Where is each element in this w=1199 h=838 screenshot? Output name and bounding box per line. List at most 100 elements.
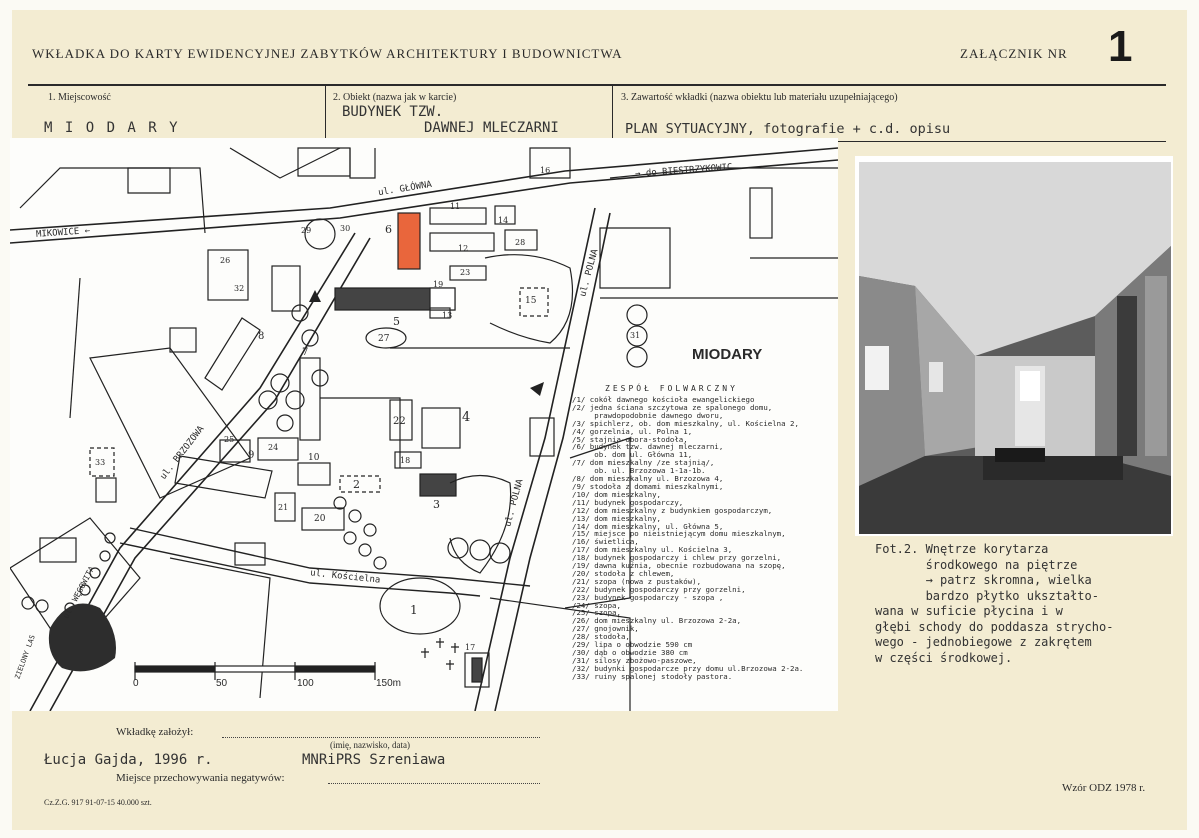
map-number: 21 <box>278 503 289 512</box>
field-2-value-line1: BUDYNEK TZW. <box>342 104 444 120</box>
map-number: 22 <box>393 416 406 427</box>
field-2-value-line2: DAWNEJ MLECZARNI <box>424 120 559 136</box>
print-code: Cz.Z.G. 917 91-07-15 40.000 szt. <box>44 798 152 807</box>
corridor-photo-image <box>855 156 1173 536</box>
map-number: 14 <box>498 216 509 225</box>
legend-list: /1/ cokół dawnego kościoła ewangelickieg… <box>572 396 803 681</box>
map-number: 5 <box>393 315 400 328</box>
legend-item: /16/ świetlica, <box>572 537 639 547</box>
legend-item: ob. dom ul. Główna 11, <box>572 450 693 460</box>
map-number: 31 <box>630 331 641 340</box>
legend-item: /2/ jedna ściana szczytowa ze spalonego … <box>572 402 773 412</box>
annex-label: ZAŁĄCZNIK NR <box>960 46 1068 61</box>
map-number: 17 <box>465 643 476 652</box>
legend-item: /25/ szopa, <box>572 608 621 618</box>
legend-item: /33/ ruiny spalonej stodoły pastora. <box>572 671 733 681</box>
annex-number: 1 <box>1108 22 1133 71</box>
legend-item: /29/ lipa o obwodzie 590 cm <box>572 640 693 650</box>
legend-item: /32/ budynki gospodarcze przy domu ul.Br… <box>572 663 804 673</box>
template-code: Wzór ODZ 1978 r. <box>1062 782 1146 794</box>
legend-item: /27/ gnojownik, <box>572 624 639 634</box>
made-by-label: Wkładkę założył: <box>116 726 194 738</box>
name-hint: (imię, nazwisko, data) <box>330 740 410 750</box>
field-1-value: M I O D A R Y <box>44 120 180 136</box>
scale-label-150m: 150m <box>376 678 402 689</box>
legend-item: /7/ dom mieszkalny /ze stajnią/, <box>572 458 715 468</box>
map-number: 30 <box>340 224 351 233</box>
map-number: 9 <box>248 450 255 461</box>
legend-item: /31/ silosy zbożowo-paszowe, <box>572 655 697 665</box>
legend-item: /9/ stodoła z domami mieszkalnymi, <box>572 481 724 491</box>
form-title: WKŁADKA DO KARTY EWIDENCYJNEJ ZABYTKÓW A… <box>32 46 623 61</box>
highlighted-building-6 <box>397 212 421 270</box>
legend-item: /14/ dom mieszkalny, ul. Główna 5, <box>572 521 724 531</box>
legend-item: /13/ dom mieszkalny, <box>572 513 661 523</box>
legend-item: /8/ dom mieszkalny ul. Brzozowa 4, <box>572 474 724 484</box>
map-number: 3 <box>433 498 440 511</box>
legend-item: /3/ spichlerz, ob. dom mieszkalny, ul. K… <box>572 418 799 428</box>
field-3-label: 3. Zawartość wkładki (nazwa obiektu lub … <box>621 92 898 103</box>
map-number: 16 <box>540 166 551 175</box>
map-number: 24 <box>268 443 279 452</box>
scale-label-50: 50 <box>216 678 228 689</box>
field-1-label: 1. Miejscowość <box>48 92 111 103</box>
institution: MNRiPRS Szreniawa <box>302 752 446 768</box>
map-number: 15 <box>525 296 537 306</box>
map-number: 23 <box>460 268 471 277</box>
map-number: 33 <box>95 458 106 467</box>
map-number: 2 <box>353 478 360 491</box>
map-number: 29 <box>301 226 312 235</box>
legend-item: /19/ dawna kuźnia, obecnie rozbudowana n… <box>572 561 786 571</box>
site-plan-map: MIODARY ul. GŁÓWNA → do BIESTRZYKOWIC MI… <box>10 138 838 711</box>
map-number: 7 <box>302 347 309 358</box>
map-number: 20 <box>314 514 326 524</box>
legend-item: /30/ dąb o obwodzie 380 cm <box>572 648 688 657</box>
author: Łucja Gajda, 1996 r. <box>44 752 213 768</box>
negatives-label: Miejsce przechowywania negatywów: <box>116 772 285 784</box>
map-number: 26 <box>220 256 231 265</box>
scale-label-100: 100 <box>297 678 314 689</box>
map-number: 1 <box>410 603 418 617</box>
legend-item: /6/ budynek tzw. dawnej mleczarni, <box>572 442 724 452</box>
legend-item: prawdopodobnie dawnego dworu, <box>572 410 724 420</box>
field-2-label: 2. Obiekt (nazwa jak w karcie) <box>333 92 457 103</box>
legend-item: /26/ dom mieszkalny ul. Brzozowa 2-2a, <box>572 616 742 626</box>
map-number: 12 <box>458 244 469 253</box>
legend-item: /23/ budynek gospodarczy - szopa , <box>572 592 724 602</box>
legend-item: /5/ stajnia-obora-stodoła, <box>572 434 688 444</box>
map-number: 18 <box>400 456 411 465</box>
legend-item: /22/ budynek gospodarczy przy gorzelni, <box>572 584 746 594</box>
legend-item: /17/ dom mieszkalny ul. Kościelna 3, <box>572 545 733 555</box>
map-number: 4 <box>462 410 471 425</box>
legend-title: ZESPÓŁ FOLWARCZNY <box>605 384 738 393</box>
map-title: MIODARY <box>692 346 763 363</box>
legend-item: /20/ stodoła z chlewem, <box>572 568 675 578</box>
field-divider <box>612 86 613 142</box>
header-rule <box>28 84 1166 86</box>
field-3-value: PLAN SYTUACYJNY, fotografie + c.d. opisu <box>625 121 951 137</box>
legend-item: /28/ stodoła, <box>572 632 630 642</box>
site-plan-drawing <box>10 147 838 711</box>
map-number: 13 <box>442 311 453 320</box>
map-number: 25 <box>224 435 235 444</box>
legend-item: /24/ szopa, <box>572 600 621 610</box>
map-number: 27 <box>378 334 390 344</box>
legend-item: ob. ul. Brzozowa 1-1a-1b. <box>572 466 706 476</box>
map-number: 11 <box>450 202 461 211</box>
field-divider <box>325 86 326 142</box>
legend-item: /1/ cokół dawnego kościoła ewangelickieg… <box>572 395 755 404</box>
map-number: 8 <box>258 331 265 342</box>
legend-item: /21/ szopa (nowa z pustaków), <box>572 576 702 586</box>
legend-item: /15/ miejsce po nieistniejącym domu mies… <box>572 529 786 539</box>
scale-label-0: 0 <box>133 678 139 689</box>
legend-item: /18/ budynek gospodarczy i chlew przy go… <box>572 553 782 563</box>
legend-item: /11/ budynek gospodarczy, <box>572 497 684 507</box>
map-number: 6 <box>385 223 392 236</box>
map-number: 28 <box>515 238 526 247</box>
map-number: 19 <box>433 280 444 289</box>
map-number: 32 <box>234 284 245 293</box>
legend-item: /12/ dom mieszkalny z budynkiem gospodar… <box>572 505 773 515</box>
made-by-line <box>222 737 540 738</box>
corridor-photo <box>855 156 1173 536</box>
legend-item: /10/ dom mieszkalny, <box>572 489 661 499</box>
